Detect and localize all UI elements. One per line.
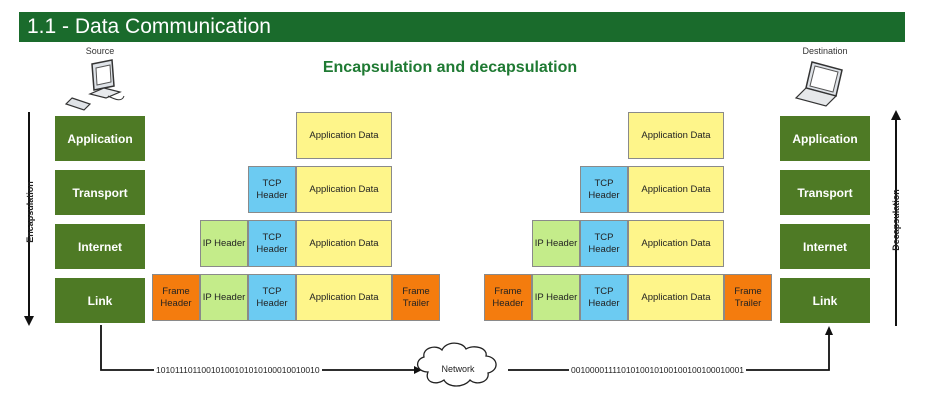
source-transport-row-tcp-header: TCP Header — [248, 166, 296, 213]
destination-layer-transport: Transport — [780, 170, 870, 215]
destination-layer-application: Application — [780, 116, 870, 161]
source-layer-link: Link — [55, 278, 145, 323]
network-label: Network — [441, 364, 475, 374]
page-title: 1.1 - Data Communication — [27, 15, 271, 38]
laptop-computer-icon — [794, 61, 843, 107]
source-link-row-frame-header: Frame Header — [152, 274, 200, 321]
source-layer-application: Application — [55, 116, 145, 161]
network-cloud-icon — [417, 342, 497, 387]
destination-link-row-frame-header: Frame Header — [484, 274, 532, 321]
source-link-row-application-data: Application Data — [296, 274, 392, 321]
destination-link-row-frame-trailer: Frame Trailer — [724, 274, 772, 321]
destination-link-row-ip-header: IP Header — [532, 274, 580, 321]
destination-transport-row-application-data: Application Data — [628, 166, 724, 213]
destination-label: Destination — [802, 46, 848, 56]
desktop-computer-icon — [64, 59, 125, 111]
left-bitstream: 10101110110010100101010100010010010 — [154, 365, 322, 375]
destination-transport-row-tcp-header: TCP Header — [580, 166, 628, 213]
destination-internet-row-application-data: Application Data — [628, 220, 724, 267]
source-link-row-tcp-header: TCP Header — [248, 274, 296, 321]
source-label: Source — [85, 46, 115, 56]
destination-layer-internet: Internet — [780, 224, 870, 269]
source-link-row-ip-header: IP Header — [200, 274, 248, 321]
source-internet-row-ip-header: IP Header — [200, 220, 248, 267]
source-to-network-line — [100, 325, 414, 371]
destination-app-row-application-data: Application Data — [628, 112, 724, 159]
source-app-row-application-data: Application Data — [296, 112, 392, 159]
source-transport-row-application-data: Application Data — [296, 166, 392, 213]
diagram-heading: Encapsulation and decapsulation — [322, 59, 578, 76]
destination-link-row-tcp-header: TCP Header — [580, 274, 628, 321]
source-internet-row-application-data: Application Data — [296, 220, 392, 267]
source-internet-row-tcp-header: TCP Header — [248, 220, 296, 267]
encapsulation-label: Encapsulation — [25, 181, 35, 243]
destination-layer-link: Link — [780, 278, 870, 323]
source-layer-transport: Transport — [55, 170, 145, 215]
decapsulation-label: Decapsulation — [891, 189, 901, 251]
title-bar: 1.1 - Data Communication — [19, 12, 905, 42]
destination-link-row-application-data: Application Data — [628, 274, 724, 321]
source-link-row-frame-trailer: Frame Trailer — [392, 274, 440, 321]
source-layer-internet: Internet — [55, 224, 145, 269]
destination-internet-row-ip-header: IP Header — [532, 220, 580, 267]
destination-internet-row-tcp-header: TCP Header — [580, 220, 628, 267]
right-bitstream: 0010000111101010010100100100100010001 — [569, 365, 747, 375]
